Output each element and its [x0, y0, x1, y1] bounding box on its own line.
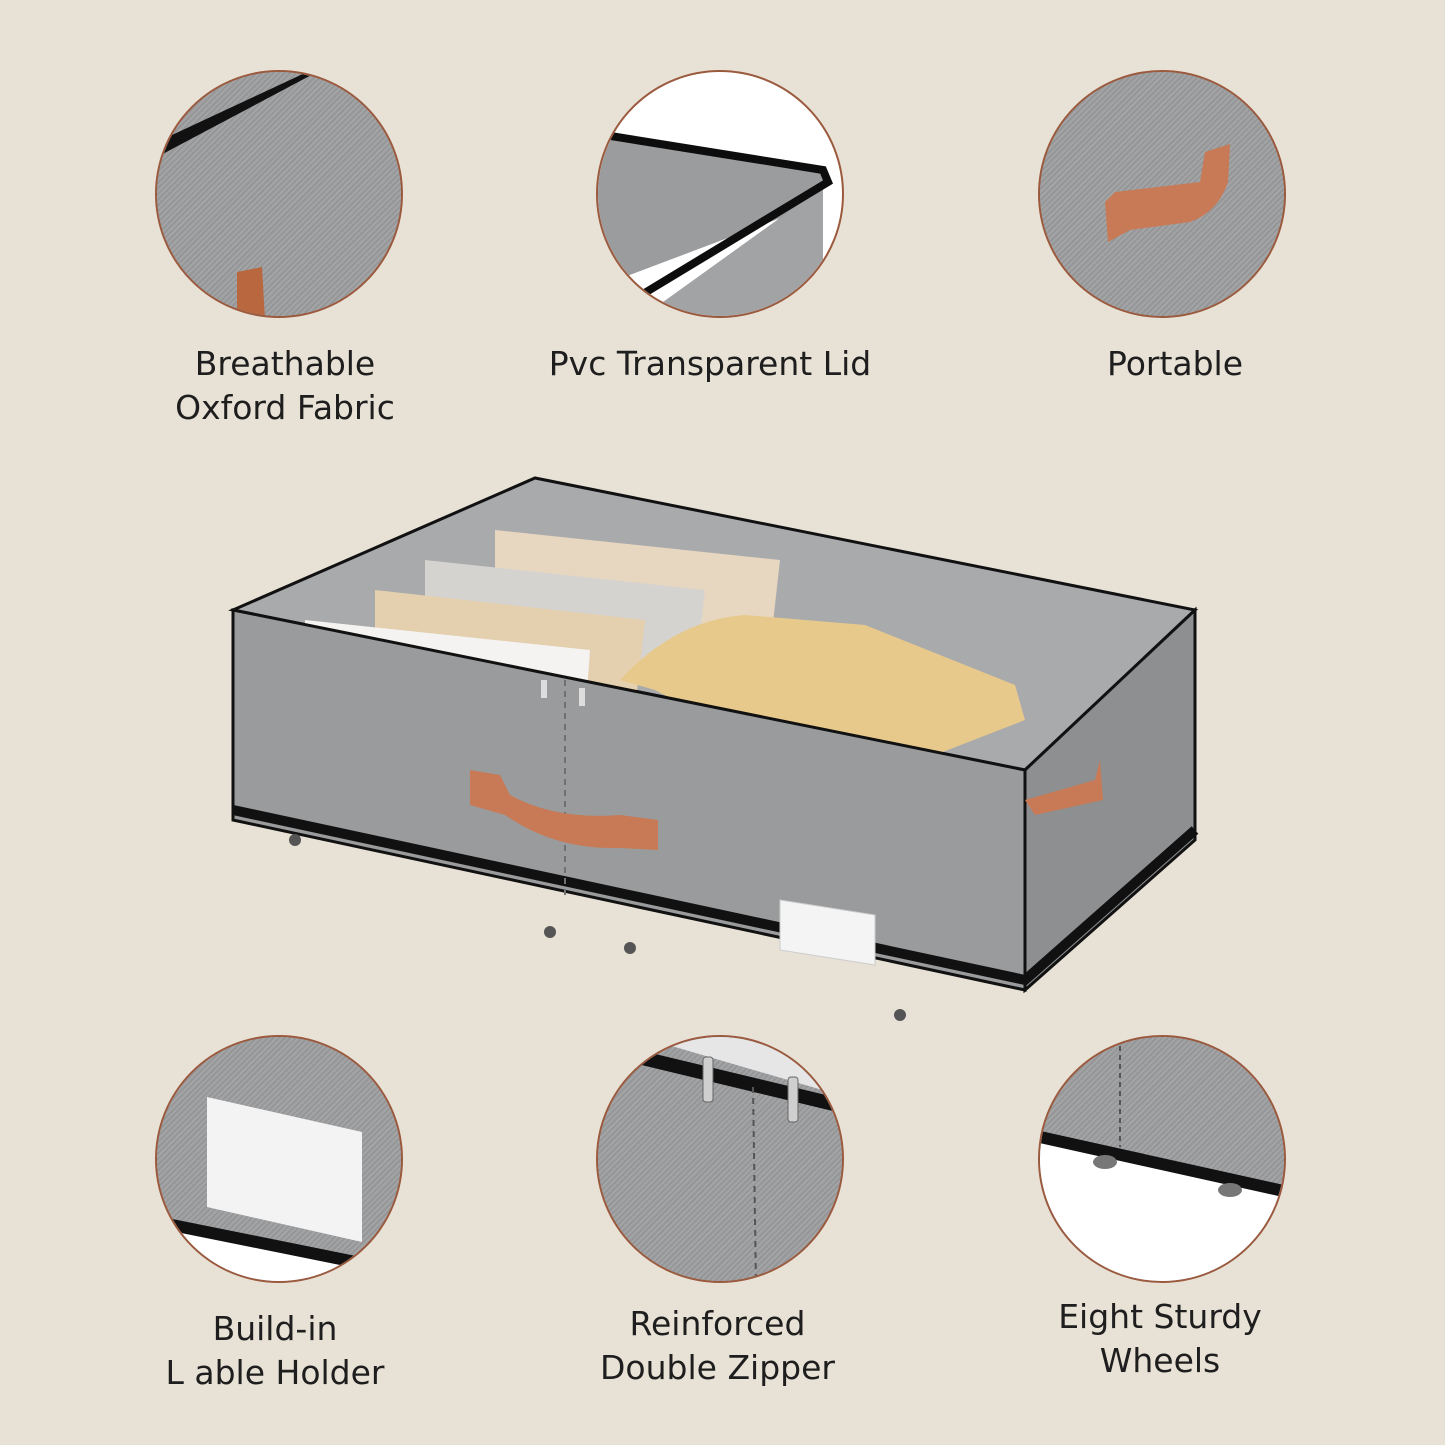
caption-line: Eight Sturdy — [1058, 1297, 1262, 1336]
feature-circle-label-holder — [155, 1035, 403, 1283]
caption-portable: Portable — [1060, 342, 1290, 386]
caption-line: Portable — [1106, 344, 1244, 383]
caption-line: Breathable — [194, 344, 376, 383]
transparent-lid-icon — [598, 130, 834, 316]
storage-box-icon — [228, 476, 1199, 1021]
feature-circle-portable — [1038, 70, 1286, 318]
caption-breathable: Breathable Oxford Fabric — [130, 342, 440, 430]
zipper-icon — [636, 1037, 842, 1281]
caption-lid: Pvc Transparent Lid — [520, 342, 900, 386]
caption-line: Wheels — [1099, 1341, 1221, 1380]
caption-line: Oxford Fabric — [175, 388, 395, 427]
caption-line: Double Zipper — [600, 1348, 835, 1387]
caption-label-holder: Build-in L able Holder — [130, 1307, 420, 1395]
caption-line: L able Holder — [165, 1353, 385, 1392]
caption-wheels: Eight Sturdy Wheels — [1030, 1295, 1290, 1383]
wheels-icon — [1040, 1037, 1284, 1281]
storage-box-illustration — [225, 470, 1225, 1030]
caption-line: Pvc Transparent Lid — [548, 344, 872, 383]
caption-zipper: Reinforced Double Zipper — [560, 1302, 875, 1390]
feature-circle-breathable — [155, 70, 403, 318]
label-card-icon — [157, 1097, 401, 1281]
caption-line: Build-in — [212, 1309, 338, 1348]
fabric-edge-icon — [157, 72, 317, 316]
feature-circle-wheels — [1038, 1035, 1286, 1283]
feature-circle-zipper — [596, 1035, 844, 1283]
caption-line: Reinforced — [629, 1304, 806, 1343]
fabric-texture — [157, 72, 401, 316]
feature-circle-lid — [596, 70, 844, 318]
handle-icon — [1105, 144, 1230, 242]
